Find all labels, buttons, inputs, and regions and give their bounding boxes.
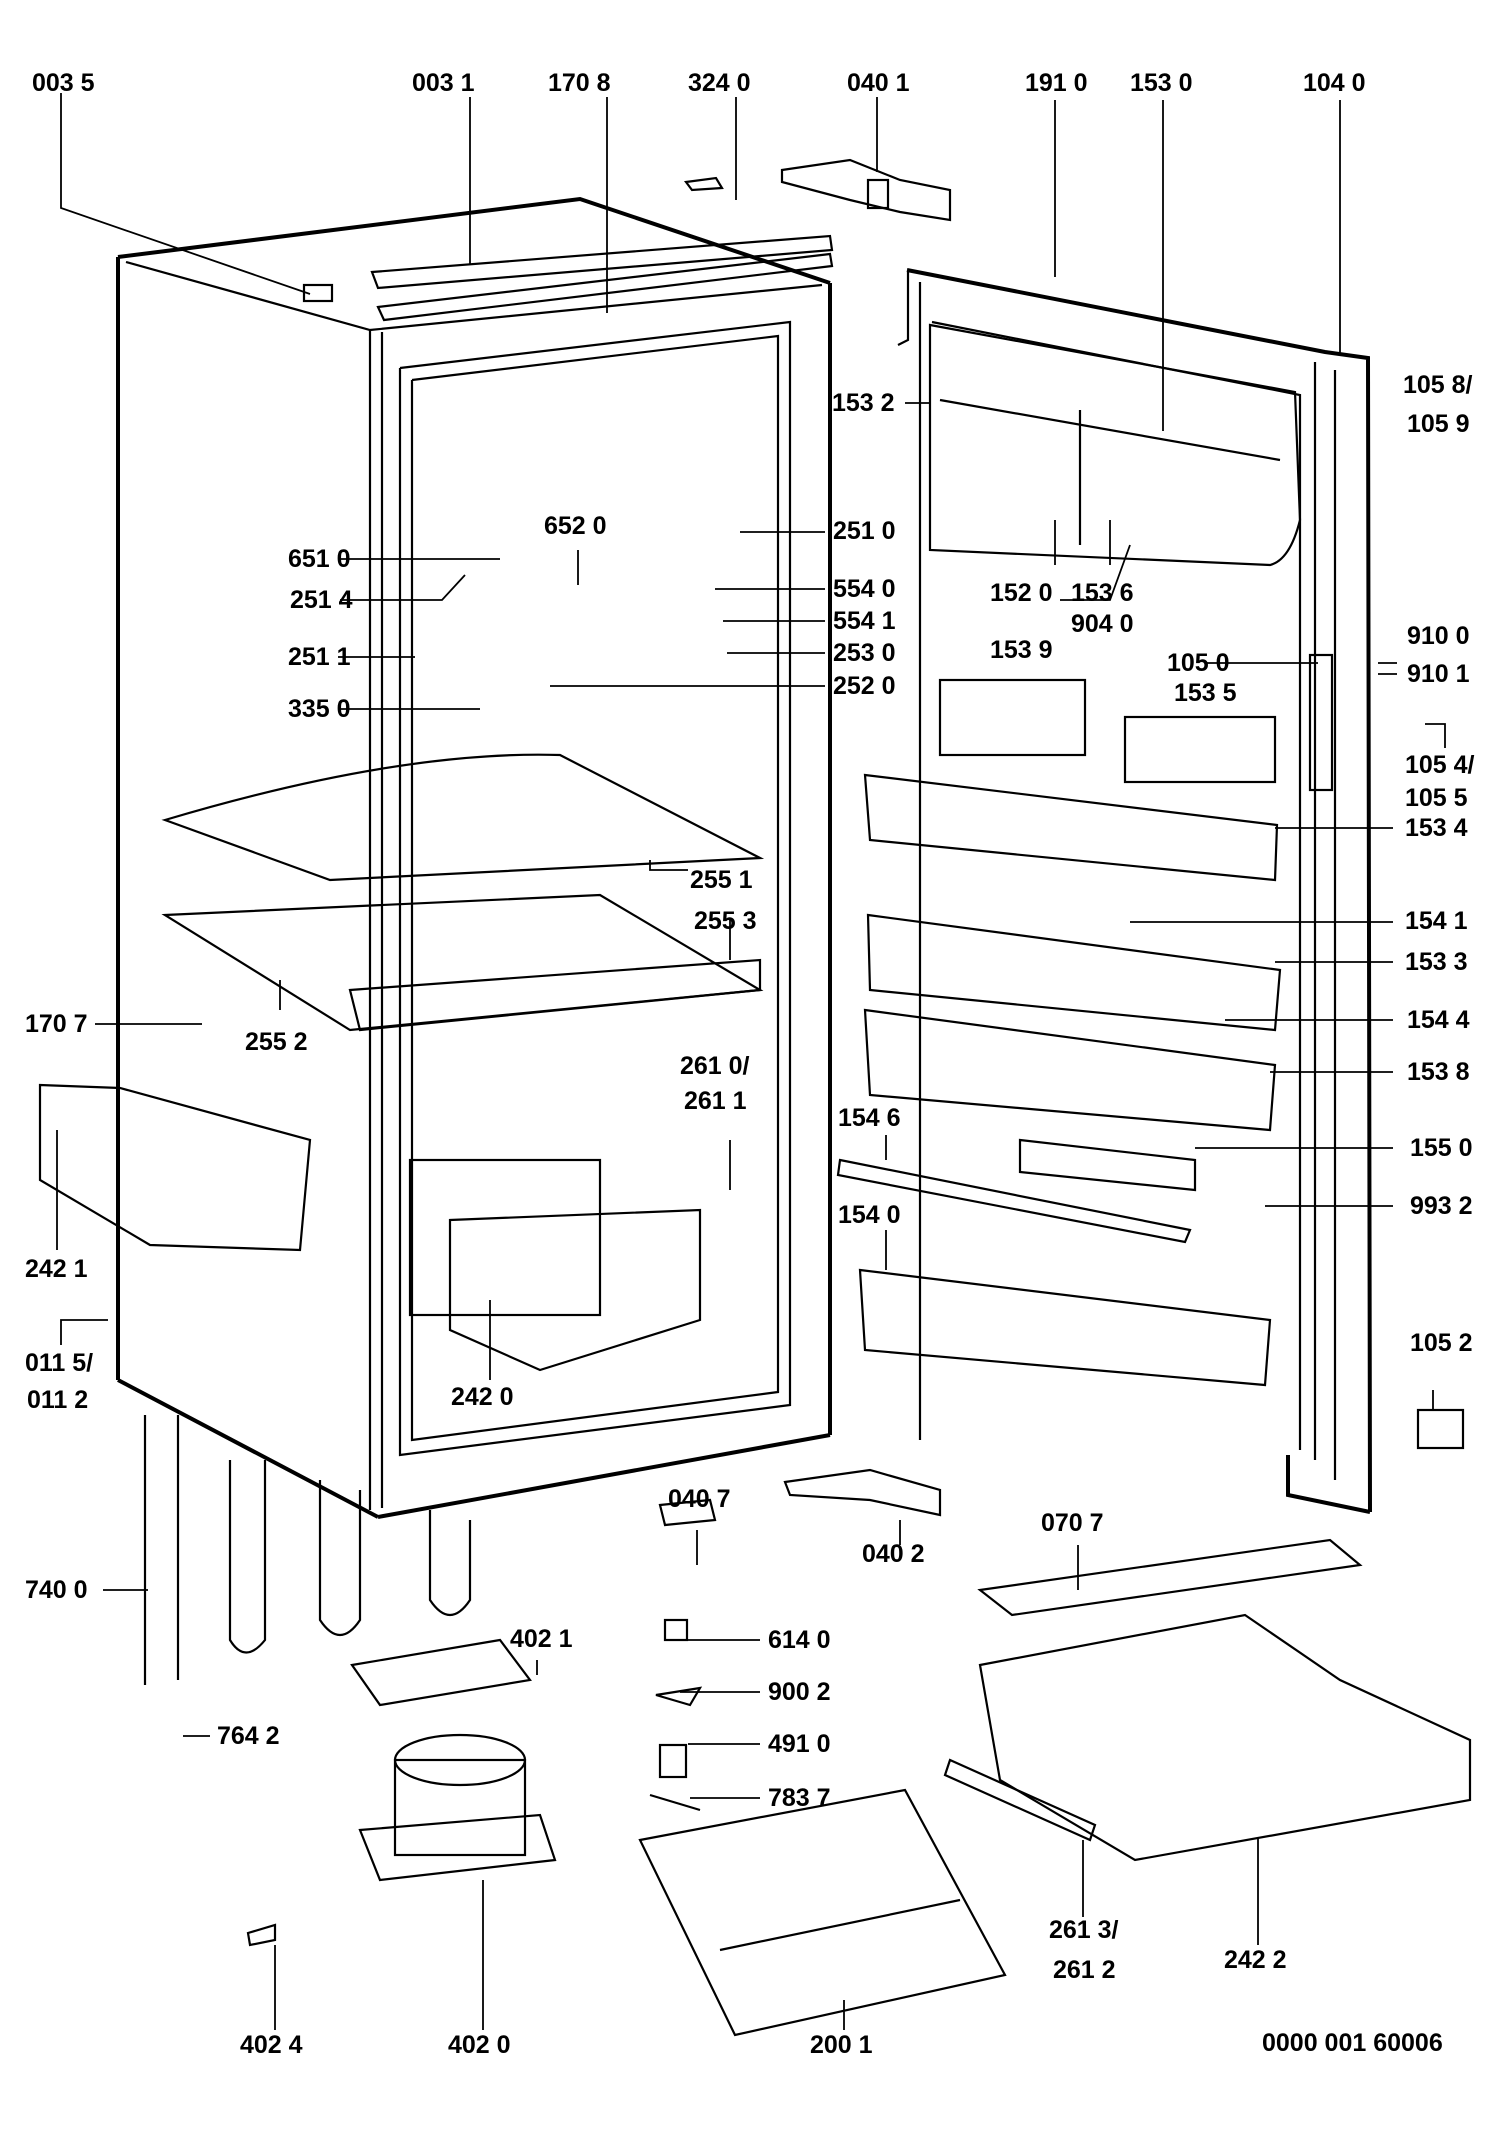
part-callout-1707: 170 7 bbox=[25, 1010, 88, 1038]
door bbox=[897, 268, 1372, 1514]
part-callout-2510: 251 0 bbox=[833, 517, 896, 545]
part-callout-1050: 105 0 bbox=[1167, 649, 1230, 677]
part-callout-4020: 402 0 bbox=[448, 2031, 511, 2059]
part-callout-1059: 105 9 bbox=[1407, 410, 1470, 438]
part-callout-1040: 104 0 bbox=[1303, 69, 1366, 97]
part-callout-2613: 261 3/ bbox=[1049, 1916, 1119, 1944]
part-callout-2552: 255 2 bbox=[245, 1028, 308, 1056]
glass-shelves bbox=[161, 753, 765, 1032]
bottom-drawer bbox=[943, 1538, 1472, 1862]
part-callout-1055: 105 5 bbox=[1405, 784, 1468, 812]
part-callout-2530: 253 0 bbox=[833, 639, 896, 667]
part-callout-2551: 255 1 bbox=[690, 866, 753, 894]
part-callout-0401: 040 1 bbox=[847, 69, 910, 97]
top-hinge bbox=[780, 158, 952, 222]
part-callout-2511: 251 1 bbox=[288, 643, 351, 671]
part-callout-1534: 153 4 bbox=[1405, 814, 1468, 842]
part-callout-1546: 154 6 bbox=[838, 1104, 901, 1132]
part-callout-1539: 153 9 bbox=[990, 636, 1053, 664]
part-callout-2421: 242 1 bbox=[25, 1255, 88, 1283]
part-callout-2422: 242 2 bbox=[1224, 1946, 1287, 1974]
part-callout-1708: 170 8 bbox=[548, 69, 611, 97]
part-callout-5541: 554 1 bbox=[833, 607, 896, 635]
part-callout-9100: 910 0 bbox=[1407, 622, 1470, 650]
part-callout-3240: 324 0 bbox=[688, 69, 751, 97]
part-callout-9002: 900 2 bbox=[768, 1678, 831, 1706]
part-callout-4024: 402 4 bbox=[240, 2031, 303, 2059]
part-callout-2520: 252 0 bbox=[833, 672, 896, 700]
part-callout-0707: 070 7 bbox=[1041, 1509, 1104, 1537]
part-callout-9040: 904 0 bbox=[1071, 610, 1134, 638]
condenser-coil bbox=[143, 1415, 472, 1685]
part-callout-1536: 153 6 bbox=[1071, 579, 1134, 607]
part-callout-7642: 764 2 bbox=[217, 1722, 280, 1750]
part-callout-0407: 040 7 bbox=[668, 1485, 731, 1513]
part-callout-5540: 554 0 bbox=[833, 575, 896, 603]
part-callout-1052: 105 2 bbox=[1410, 1329, 1473, 1357]
crisper-drawers bbox=[38, 1083, 702, 1372]
part-callout-7837: 783 7 bbox=[768, 1784, 831, 1812]
door-shelves bbox=[836, 678, 1282, 1387]
part-callout-0031: 003 1 bbox=[412, 69, 475, 97]
part-callout-6510: 651 0 bbox=[288, 545, 351, 573]
part-callout-4021: 402 1 bbox=[510, 1625, 573, 1653]
freezer-tray bbox=[638, 1788, 1007, 2037]
part-callout-1058: 105 8/ bbox=[1403, 371, 1473, 399]
part-callout-1532: 153 2 bbox=[832, 389, 895, 417]
cabinet-body bbox=[116, 196, 832, 1519]
part-callout-9101: 910 1 bbox=[1407, 660, 1470, 688]
part-callout-6520: 652 0 bbox=[544, 512, 607, 540]
part-callout-1910: 191 0 bbox=[1025, 69, 1088, 97]
drawing-number: 0000 001 60006 bbox=[1262, 2029, 1443, 2057]
part-callout-2553: 255 3 bbox=[694, 907, 757, 935]
part-callout-0402: 040 2 bbox=[862, 1540, 925, 1568]
door-gasket-strip bbox=[1308, 653, 1334, 792]
top-trim-strips bbox=[302, 176, 834, 322]
part-callout-2612: 261 2 bbox=[1053, 1956, 1116, 1984]
part-callout-2610: 261 0/ bbox=[680, 1052, 750, 1080]
part-callout-1550: 155 0 bbox=[1410, 1134, 1473, 1162]
bottom-hinge bbox=[783, 1408, 1465, 1517]
foot-bracket bbox=[246, 1923, 277, 1947]
part-callout-0115: 011 5/ bbox=[25, 1349, 94, 1377]
part-callout-6140: 614 0 bbox=[768, 1626, 831, 1654]
leader-lines bbox=[56, 93, 1446, 2030]
part-callout-4910: 491 0 bbox=[768, 1730, 831, 1758]
part-callout-1538: 153 8 bbox=[1407, 1058, 1470, 1086]
part-callout-3350: 335 0 bbox=[288, 695, 351, 723]
part-callout-2420: 242 0 bbox=[451, 1383, 514, 1411]
part-callout-1520: 152 0 bbox=[990, 579, 1053, 607]
part-callout-2514: 251 4 bbox=[290, 586, 353, 614]
dairy-compartment bbox=[928, 323, 1302, 567]
part-callout-1540: 154 0 bbox=[838, 1201, 901, 1229]
part-callout-2001: 200 1 bbox=[810, 2031, 873, 2059]
part-callout-0035: 003 5 bbox=[32, 69, 95, 97]
part-callout-7400: 740 0 bbox=[25, 1576, 88, 1604]
part-callout-1535: 153 5 bbox=[1174, 679, 1237, 707]
part-callout-1541: 154 1 bbox=[1405, 907, 1468, 935]
part-callout-2611: 261 1 bbox=[684, 1087, 747, 1115]
part-callout-9932: 993 2 bbox=[1410, 1192, 1473, 1220]
part-callout-1054: 105 4/ bbox=[1405, 751, 1475, 779]
small-parts bbox=[649, 1498, 717, 1812]
part-callout-1533: 153 3 bbox=[1405, 948, 1468, 976]
part-callout-0112: 011 2 bbox=[27, 1386, 89, 1414]
part-callout-1530: 153 0 bbox=[1130, 69, 1193, 97]
compressor bbox=[350, 1638, 557, 1882]
part-callout-1544: 154 4 bbox=[1407, 1006, 1470, 1034]
